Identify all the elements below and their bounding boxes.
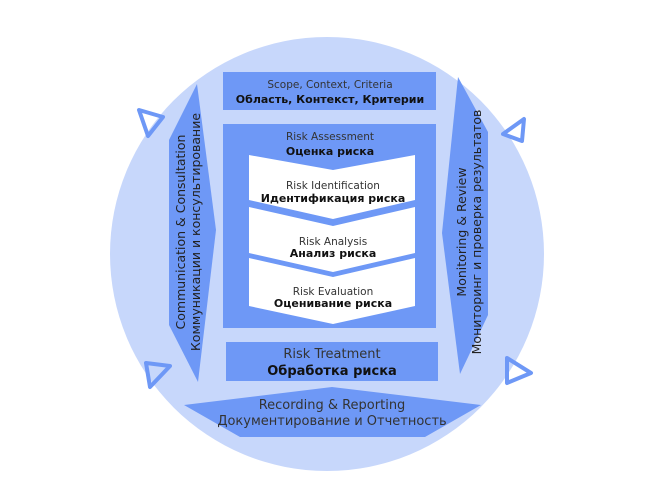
identification-ru: Идентификация риска [261,192,406,205]
evaluation-chevron [249,258,415,324]
evaluation-en: Risk Evaluation [293,286,374,298]
triangle-outline-icon [137,108,165,138]
triangle-outline-icon [144,361,172,389]
analysis-en: Risk Analysis [299,236,367,248]
communication-en: Communication & Consultation [173,135,188,330]
recording-ru: Документирование и Отчетность [217,414,446,429]
recording-en: Recording & Reporting [259,398,406,413]
assessment-ru: Оценка риска [286,145,374,158]
identification-chevron [249,155,415,219]
treatment-box [226,342,438,381]
analysis-ru: Анализ риска [290,247,377,260]
monitoring-ru: Мониторинг и проверка результатов [469,110,484,355]
triangle-outline-icon [505,356,533,385]
recording-shape [184,387,481,437]
monitoring-arrow [442,77,488,374]
scope-ru: Область, Контекст, Критерии [236,93,424,106]
assessment-en: Risk Assessment [286,131,374,143]
treatment-ru: Обработка риска [267,364,397,379]
communication-ru: Коммуникации и консультирование [188,113,203,351]
evaluation-ru: Оценивание риска [274,297,392,310]
analysis-chevron [249,207,415,272]
scope-box [223,72,436,110]
scope-en: Scope, Context, Criteria [267,79,392,91]
communication-arrow [169,84,216,382]
triangle-outline-icon [501,117,526,143]
monitoring-en: Monitoring & Review [454,167,469,296]
treatment-en: Risk Treatment [283,347,380,362]
identification-en: Risk Identification [286,180,380,192]
